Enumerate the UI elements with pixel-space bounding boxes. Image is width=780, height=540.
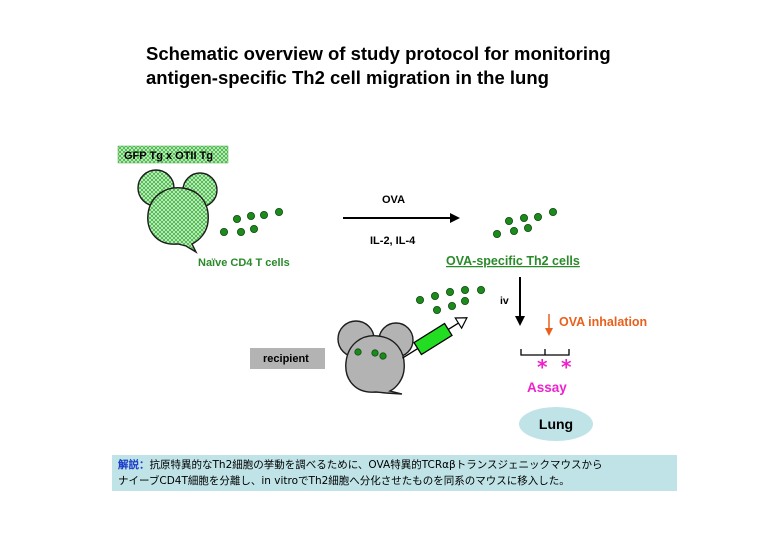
- page-title: Schematic overview of study protocol for…: [146, 42, 746, 90]
- explanation-note: 解説：抗原特異的なTh2細胞の挙動を調べるために、OVA特異的TCRαβトランス…: [112, 455, 677, 491]
- timeline-bracket: [520, 349, 570, 356]
- naive-cells-group: [219, 207, 283, 236]
- transferred-cell: [371, 349, 379, 357]
- note-label: 解説：: [118, 459, 150, 471]
- th2-cell: [549, 207, 558, 216]
- injected-cell: [476, 285, 485, 294]
- star-icon: *: [537, 355, 548, 379]
- injected-cell: [460, 285, 469, 294]
- naive-cell: [246, 211, 255, 220]
- th2-cells-group: [492, 207, 558, 238]
- naive-cell: [236, 227, 245, 236]
- th2-cell: [534, 212, 543, 221]
- note-text-1: 抗原特異的なTh2細胞の挙動を調べるために、OVA特異的TCRαβトランスジェニ…: [149, 459, 603, 471]
- th2-cell: [520, 213, 529, 222]
- star-icon: *: [561, 355, 572, 379]
- transferred-cell: [379, 352, 387, 360]
- recipient-mouse-icon: [337, 320, 414, 395]
- note-line-1: 解説：抗原特異的なTh2細胞の挙動を調べるために、OVA特異的TCRαβトランス…: [118, 457, 671, 473]
- syringe-icon: [402, 317, 468, 359]
- iv-label: iv: [500, 295, 509, 307]
- title-line-2: antigen-specific Th2 cell migration in t…: [146, 67, 549, 88]
- lung-label: Lung: [539, 416, 573, 432]
- assay-label: Assay: [527, 380, 567, 395]
- injected-cell: [415, 295, 424, 304]
- naive-cell: [232, 214, 241, 223]
- naive-cell: [219, 227, 228, 236]
- th2-cell: [504, 216, 513, 225]
- th2-cell: [509, 226, 518, 235]
- recipient-label-box: recipient: [250, 348, 325, 369]
- th2-cell: [492, 229, 501, 238]
- naive-cell: [259, 210, 268, 219]
- naive-cell: [249, 224, 258, 233]
- injected-cell: [430, 291, 439, 300]
- assay-star-icons: * *: [537, 355, 572, 379]
- injected-cell: [460, 296, 469, 305]
- lung-shape: [519, 407, 593, 441]
- transferred-cell: [354, 348, 362, 356]
- injected-cell: [432, 305, 441, 314]
- inhalation-label: OVA inhalation: [559, 315, 647, 329]
- injected-cell: [445, 287, 454, 296]
- donor-strain-text: GFP Tg x OTII Tg: [124, 150, 213, 162]
- naive-cell: [274, 207, 283, 216]
- note-text-2: ナイーブCD4T細胞を分離し、in vitroでTh2細胞へ分化させたものを同系…: [118, 475, 570, 487]
- injected-cell: [447, 301, 456, 310]
- donor-strain-label: GFP Tg x OTII Tg: [117, 145, 229, 164]
- cytokines-label: IL-2, IL-4: [370, 235, 416, 247]
- th2-cells-label: OVA-specific Th2 cells: [446, 254, 580, 268]
- naive-cells-label: Naïve CD4 T cells: [198, 257, 290, 269]
- recipient-label: recipient: [263, 353, 309, 365]
- th2-cell: [524, 223, 533, 232]
- ova-top-label: OVA: [382, 194, 405, 206]
- injected-cells-group: [415, 285, 485, 314]
- title-line-1: Schematic overview of study protocol for…: [146, 43, 611, 64]
- donor-mouse-icon: [137, 169, 218, 254]
